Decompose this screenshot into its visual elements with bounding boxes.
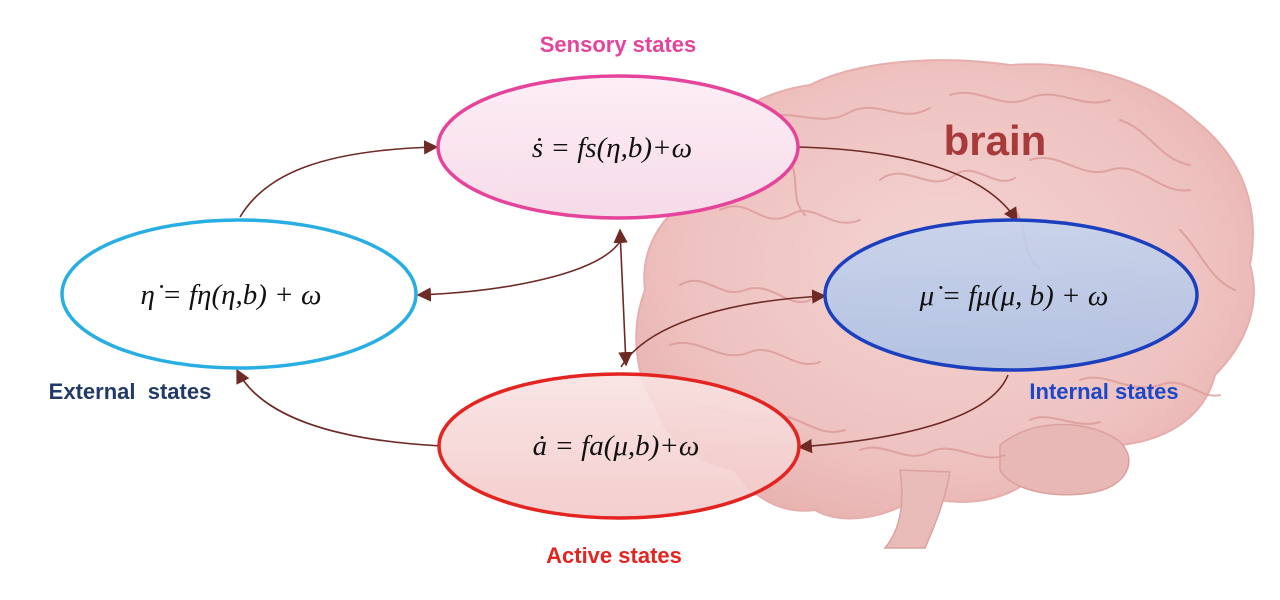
- internal-equation: μ̇ = fμ(μ, b) + ω: [919, 280, 1109, 312]
- sensory-label: Sensory states: [540, 32, 697, 57]
- arrow-active-to-internal: [620, 289, 827, 368]
- external-label: External states: [49, 379, 212, 404]
- node-external: η̇ = fη(η,b) + ω External states: [49, 218, 418, 404]
- active-ellipse: [437, 372, 801, 520]
- arrow-internal-to-active: [797, 374, 1009, 454]
- node-active: ȧ = fa(μ,b)+ω Active states: [437, 372, 801, 568]
- active-equation: ȧ = fa(μ,b)+ω: [533, 430, 700, 462]
- arrow-sensory-to-internal: [798, 146, 1018, 223]
- brain-label: brain: [944, 117, 1047, 164]
- node-internal: μ̇ = fμ(μ, b) + ω Internal states: [823, 218, 1199, 404]
- external-ellipse: [60, 218, 418, 370]
- arrow-external-to-sensory: [239, 140, 439, 218]
- brain-stem: [883, 469, 951, 549]
- arrow-sensory-active-bidirectional: [613, 228, 633, 367]
- arrow-sensory-to-external: [416, 239, 622, 302]
- active-label: Active states: [546, 543, 682, 568]
- external-equation: η̇ = fη(η,b) + ω: [141, 279, 322, 311]
- arrow-active-to-external: [236, 368, 442, 447]
- brain-cerebellum: [999, 423, 1130, 496]
- sensory-ellipse: [436, 74, 800, 220]
- node-sensory: ṡ = fs(η,b)+ω Sensory states: [436, 32, 800, 220]
- sensory-equation: ṡ = fs(η,b)+ω: [532, 132, 692, 164]
- internal-label: Internal states: [1029, 379, 1178, 404]
- arrows: [236, 140, 1018, 454]
- internal-ellipse: [823, 218, 1199, 372]
